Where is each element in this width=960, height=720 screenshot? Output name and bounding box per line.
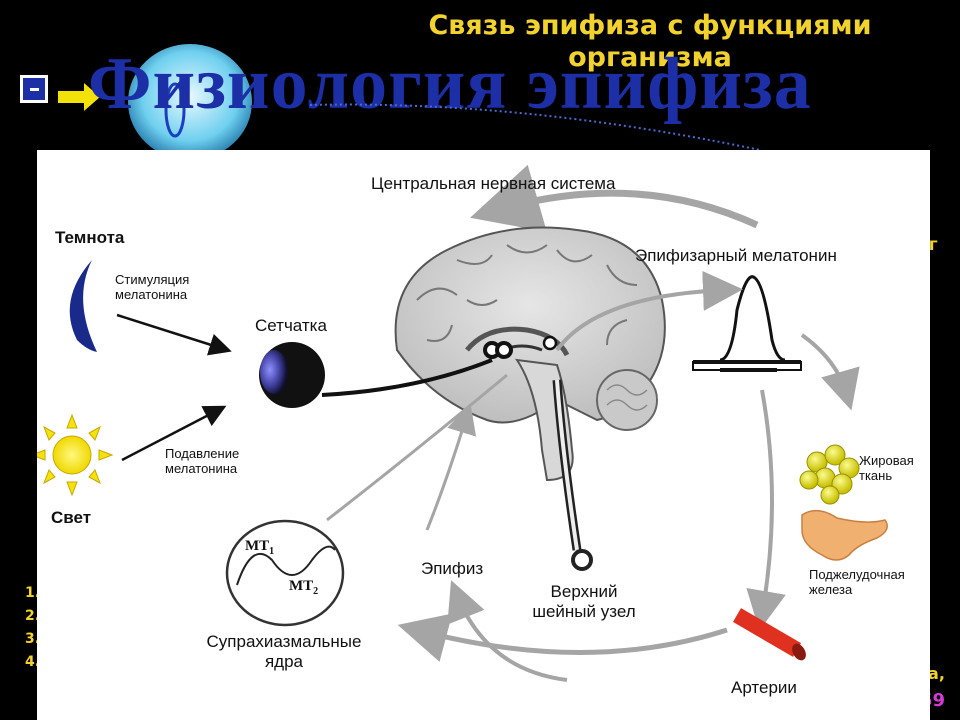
- background-title-line-2: организма: [568, 42, 732, 73]
- scn-ring-right: [495, 341, 513, 359]
- label-cns: Центральная нервная система: [371, 174, 616, 193]
- label-suprachiasmatic-nuclei: Супрахиазмальные ядра: [206, 632, 362, 671]
- stimulation-arrow: [116, 313, 232, 356]
- background-title-line-1: Связь эпифиза с функциями: [428, 10, 872, 41]
- label-pineal-melatonin: Эпифизарный мелатонин: [635, 246, 837, 265]
- moon-icon: [69, 260, 97, 352]
- brain-illustration: [394, 226, 666, 561]
- cns-arrow: [470, 164, 759, 233]
- list-number: 4.: [25, 654, 41, 670]
- eye-icon: [259, 342, 325, 408]
- artery-icon: [732, 608, 806, 661]
- list-number: 3.: [25, 631, 41, 647]
- label-arteries: Артерии: [731, 678, 797, 697]
- label-mt1: MT1: [245, 538, 275, 557]
- bullet-marker: [20, 75, 48, 103]
- label-superior-cervical-ganglion: Верхний шейный узел: [532, 582, 636, 621]
- dotted-decoration: [309, 103, 761, 151]
- label-light: Свет: [51, 508, 92, 527]
- scn-to-pineal-arrow: [326, 373, 508, 522]
- label-mt2: MT2: [289, 578, 319, 597]
- melatonin-to-fat-arrow: [800, 333, 860, 411]
- ganglion-ring: [571, 549, 593, 571]
- diagram-graphics: [37, 164, 888, 682]
- fat-tissue-icon: [799, 444, 860, 505]
- loop-arrow-epiphysis: [447, 580, 568, 682]
- background-slide-title: Связь эпифиза с функциями организма: [330, 10, 960, 74]
- label-pancreas: Поджелудочная железа: [809, 567, 905, 597]
- arrow-right-icon: [58, 83, 100, 111]
- epiphysis-arrow: [425, 403, 477, 531]
- main-title: Физиология эпифиза: [88, 43, 812, 125]
- melatonin-to-arteries-arrow: [746, 389, 786, 631]
- label-epiphysis: Эпифиз: [421, 559, 484, 578]
- diagram-panel: Центральная нервная система Темнота Стим…: [37, 150, 930, 720]
- melatonin-peak-graph: [692, 275, 802, 372]
- list-number: 1.: [25, 585, 41, 601]
- globe-icon: [128, 44, 252, 160]
- suppression-arrow: [121, 405, 227, 462]
- label-suppression: Подавление мелатонина: [165, 446, 240, 476]
- sun-icon: [37, 413, 114, 497]
- optic-nerve: [321, 358, 493, 397]
- pineal-gland: [542, 335, 558, 351]
- pancreas-icon: [801, 509, 888, 561]
- loop-arrow-left: [397, 613, 728, 662]
- label-stimulation: Стимуляция мелатонина: [115, 272, 190, 302]
- scn-oval: [225, 519, 345, 627]
- label-darkness: Темнота: [55, 228, 125, 247]
- pineal-to-melatonin-arrow: [555, 270, 743, 352]
- bullet-dash: [30, 88, 39, 91]
- list-number: 2.: [25, 608, 41, 624]
- label-retina: Сетчатка: [255, 316, 327, 335]
- label-fat-tissue: Жировая ткань: [859, 453, 914, 483]
